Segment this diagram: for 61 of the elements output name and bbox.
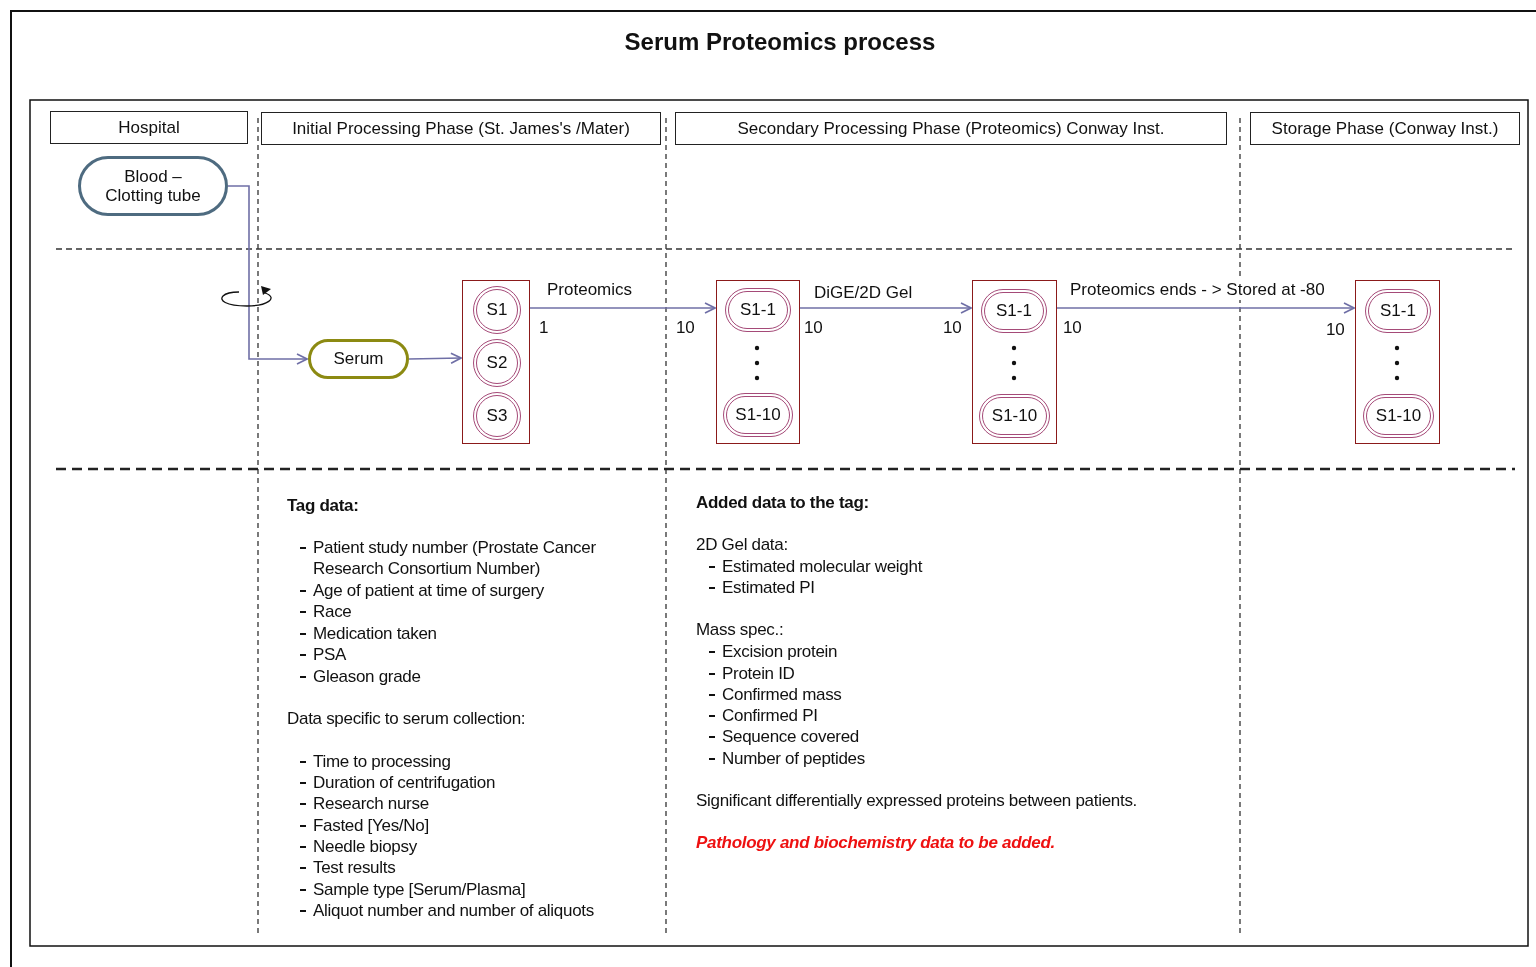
sample-box bbox=[1355, 280, 1440, 444]
terminator-pill: Blood – Clotting tube bbox=[78, 156, 228, 216]
sample-pill: S1-1 bbox=[725, 288, 791, 332]
list-item: Fasted [Yes/No] bbox=[313, 816, 429, 835]
list-item: Estimated PI bbox=[722, 578, 815, 597]
arrow bbox=[799, 302, 972, 314]
list-item: Age of patient at time of surgery bbox=[313, 581, 545, 600]
sample-circle: S1 bbox=[473, 286, 521, 334]
sample-pill: S1-10 bbox=[979, 394, 1050, 438]
multiplicity-number: 10 bbox=[943, 317, 962, 338]
multiplicity-number: 1 bbox=[539, 317, 549, 338]
sample-pill: S1-10 bbox=[723, 393, 793, 437]
lane-header: Storage Phase (Conway Inst.) bbox=[1250, 112, 1520, 145]
multiplicity-number: 10 bbox=[1063, 317, 1082, 338]
sample-pill: S1-10 bbox=[1363, 394, 1434, 438]
sample-pill: S1-1 bbox=[981, 289, 1047, 333]
list-item: Number of peptides bbox=[722, 749, 865, 768]
multiplicity-number: 10 bbox=[1326, 319, 1345, 340]
list-item: Excision protein bbox=[722, 642, 838, 661]
note-text: Significant differentially expressed proteins between patients. bbox=[696, 790, 1137, 811]
list-item: Patient study number (Prostate Cancer Research Consortium Number) bbox=[313, 538, 596, 578]
note-text: Data specific to serum collection: bbox=[287, 708, 526, 729]
arrow bbox=[529, 302, 716, 314]
arrow bbox=[408, 352, 462, 364]
terminator-pill: Serum bbox=[308, 339, 409, 379]
note-text: Mass spec.: bbox=[696, 619, 784, 640]
list-item: Duration of centrifugation bbox=[313, 773, 496, 792]
lane-header: Secondary Processing Phase (Proteomics) Conway Inst. bbox=[675, 112, 1227, 145]
lane-header: Initial Processing Phase (St. James's /Mater) bbox=[261, 112, 661, 145]
multiplicity-number: 10 bbox=[676, 317, 695, 338]
section-heading: Added data to the tag: bbox=[696, 492, 869, 513]
diagram-title: Serum Proteomics process bbox=[623, 28, 937, 56]
sample-circle: S2 bbox=[473, 339, 521, 387]
list-item: Confirmed PI bbox=[722, 706, 818, 725]
sample-box bbox=[462, 280, 530, 444]
list-item: Needle biopsy bbox=[313, 837, 417, 856]
list-item: Sample type [Serum/Plasma] bbox=[313, 880, 526, 899]
list-item: Protein ID bbox=[722, 664, 795, 683]
list-item: Sequence covered bbox=[722, 727, 859, 746]
sample-box bbox=[972, 280, 1057, 444]
list-item: Aliquot number and number of aliquots bbox=[313, 901, 594, 920]
list-item: Research nurse bbox=[313, 794, 429, 813]
list-item: Gleason grade bbox=[313, 667, 421, 686]
arrow bbox=[1056, 302, 1355, 314]
list-item: Race bbox=[313, 602, 352, 621]
list-item: Test results bbox=[313, 858, 396, 877]
edge-label: Proteomics ends - > Stored at -80 bbox=[1068, 280, 1327, 300]
list-item: Estimated molecular weight bbox=[722, 557, 923, 576]
section-heading: Tag data: bbox=[287, 495, 359, 516]
list-item: PSA bbox=[313, 645, 347, 664]
sample-box bbox=[716, 280, 800, 444]
multiplicity-number: 10 bbox=[804, 317, 823, 338]
list-item: Confirmed mass bbox=[722, 685, 842, 704]
list-item: Medication taken bbox=[313, 624, 437, 643]
sample-pill: S1-1 bbox=[1365, 289, 1431, 333]
note-text: Pathology and biochemistry data to be added. bbox=[696, 832, 1055, 853]
lane-header: Hospital bbox=[50, 111, 248, 144]
note-text: 2D Gel data: bbox=[696, 534, 788, 555]
arrow bbox=[227, 185, 308, 365]
list-item: Time to processing bbox=[313, 752, 451, 771]
sample-circle: S3 bbox=[473, 392, 521, 440]
